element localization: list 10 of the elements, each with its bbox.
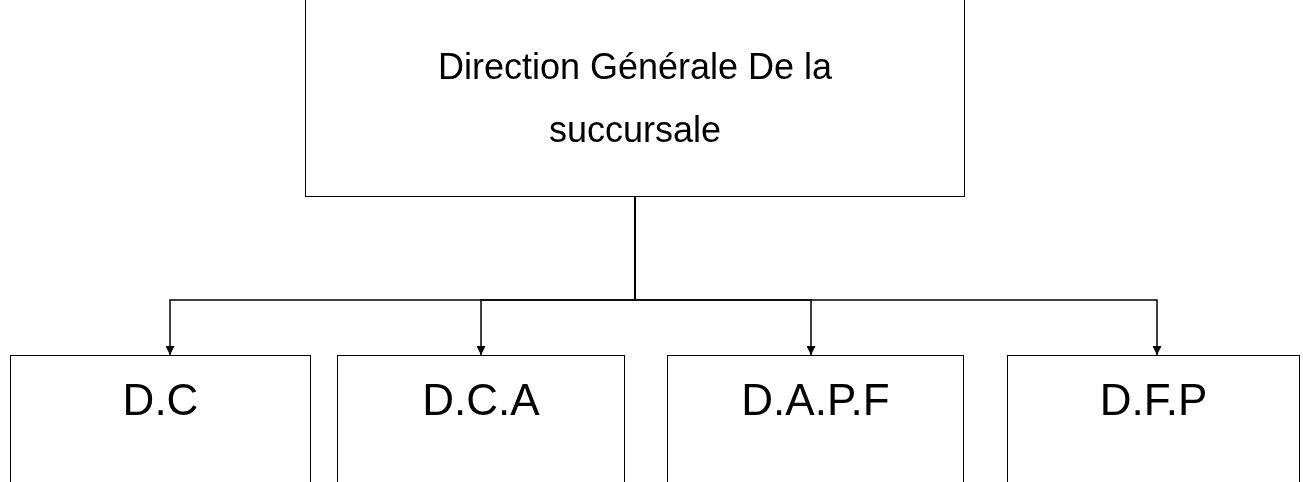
department-box bbox=[667, 355, 964, 482]
department-box bbox=[337, 355, 625, 482]
box-label: D.F.P bbox=[1098, 374, 1209, 426]
box-label: D.C.A bbox=[421, 374, 541, 426]
box-label: Direction Générale De la succursale bbox=[436, 44, 834, 152]
box-label: D.C bbox=[121, 374, 200, 426]
head-office-box bbox=[305, 0, 965, 197]
box-label: D.A.P.F bbox=[740, 374, 891, 426]
department-box bbox=[1007, 355, 1300, 482]
department-box bbox=[10, 355, 311, 482]
